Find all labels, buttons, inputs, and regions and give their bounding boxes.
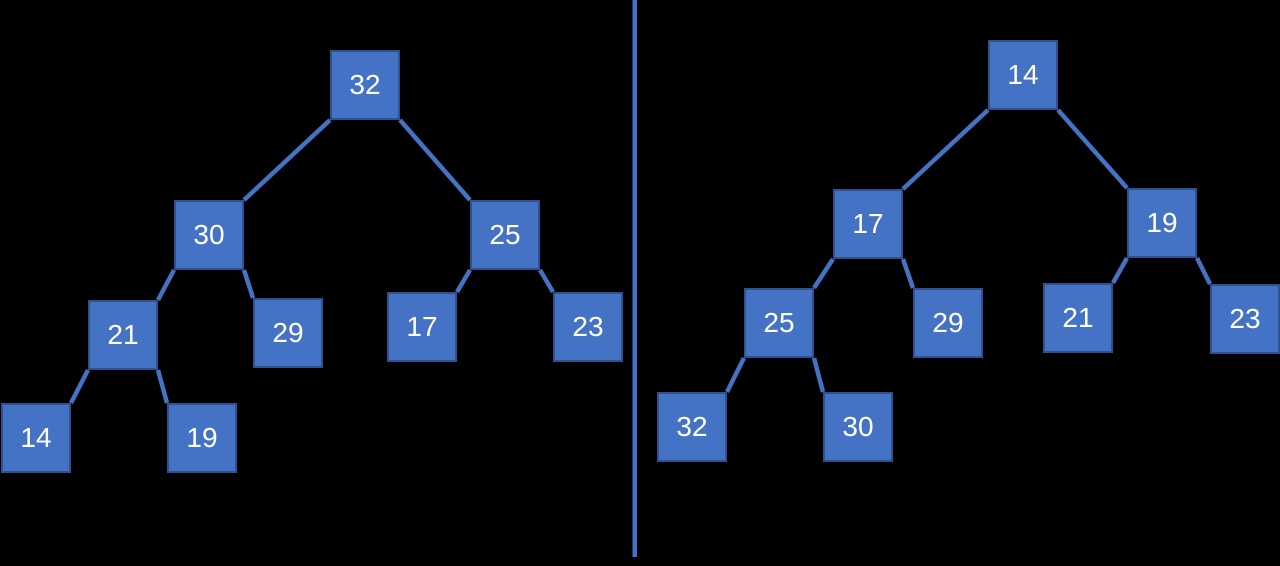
tree-node-19: 19 xyxy=(1127,188,1197,258)
tree-node-29: 29 xyxy=(913,288,983,358)
tree-node-32: 32 xyxy=(330,50,400,120)
tree-node-30: 30 xyxy=(174,200,244,270)
tree-edge-32-30 xyxy=(242,118,332,202)
tree-edge-14-19 xyxy=(1056,108,1129,190)
tree-node-23: 23 xyxy=(553,292,623,362)
tree-node-14: 14 xyxy=(988,40,1058,110)
tree-node-32: 32 xyxy=(657,392,727,462)
tree-node-25: 25 xyxy=(744,288,814,358)
tree-node-17: 17 xyxy=(387,292,457,362)
tree-node-25: 25 xyxy=(470,200,540,270)
tree-edge-30-29 xyxy=(241,269,256,299)
tree-node-21: 21 xyxy=(88,300,158,370)
tree-edge-19-23 xyxy=(1194,256,1213,286)
tree-edge-14-17 xyxy=(901,108,990,191)
tree-edge-25-30 xyxy=(811,357,826,393)
tree-node-29: 29 xyxy=(253,298,323,368)
vertical-divider xyxy=(632,0,637,557)
tree-edge-30-21 xyxy=(156,268,176,302)
tree-edge-19-21 xyxy=(1111,256,1129,285)
tree-node-23: 23 xyxy=(1210,284,1280,354)
tree-edge-17-25 xyxy=(812,257,835,290)
tree-edge-25-23 xyxy=(538,268,555,294)
tree-edge-21-14 xyxy=(68,368,91,405)
tree-edge-17-29 xyxy=(900,258,916,289)
tree-node-19: 19 xyxy=(167,403,237,473)
tree-edge-21-19 xyxy=(155,369,170,404)
tree-node-21: 21 xyxy=(1043,283,1113,353)
tree-node-17: 17 xyxy=(833,189,903,259)
tree-edge-25-32 xyxy=(724,356,747,394)
tree-edge-32-25 xyxy=(398,118,472,202)
tree-node-14: 14 xyxy=(1,403,71,473)
tree-node-30: 30 xyxy=(823,392,893,462)
tree-edge-25-17 xyxy=(455,268,472,294)
